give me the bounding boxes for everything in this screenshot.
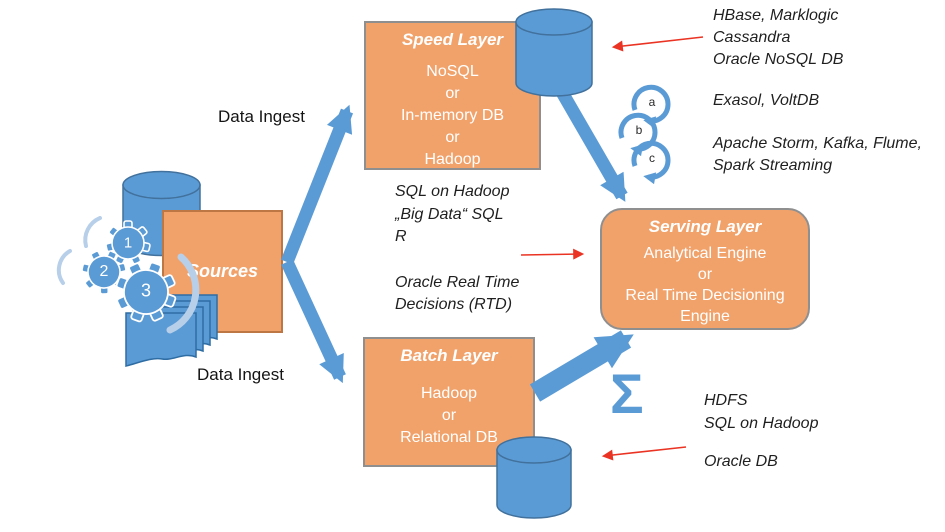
annotation-oracle-db: Oracle DB <box>704 453 778 470</box>
red-arrow-serving <box>520 248 585 260</box>
cycle-step-a-label: a <box>648 95 656 109</box>
sources-title: Sources <box>186 261 259 281</box>
cycle-step-b-label: b <box>635 123 643 137</box>
serving-layer-title: Serving Layer <box>648 217 762 236</box>
cycle-step-c-label: c <box>649 151 655 165</box>
speed-layer-title: Speed Layer <box>401 30 504 49</box>
gear-2-label: 2 <box>99 263 109 280</box>
serving-layer-body: Analytical Engine or Real Time Decisioni… <box>625 245 785 325</box>
batch-layer-body: Hadoop or Relational DB <box>400 385 498 446</box>
annotation-speed-store: HBase, Marklogic Cassandra Oracle NoSQL … <box>713 7 844 68</box>
annotation-inmemory: Exasol, VoltDB <box>713 92 820 109</box>
sources-node: Sources <box>162 210 283 333</box>
gear-3-label: 3 <box>140 280 152 301</box>
serving-layer-node: Serving Layer Analytical Engine or Real … <box>600 208 810 330</box>
data-ingest-label-bottom: Data Ingest <box>197 365 284 384</box>
red-arrow-speed-db <box>611 36 704 52</box>
annotation-sql-on-hadoop: SQL on Hadoop „Big Data“ SQL R <box>395 183 510 245</box>
data-ingest-label-top: Data Ingest <box>218 107 305 126</box>
batch-layer-title: Batch Layer <box>400 346 498 365</box>
cycle-icon <box>618 84 671 185</box>
gear-1-label: 1 <box>123 234 133 252</box>
speed-layer-body: NoSQL or In-memory DB or Hadoop <box>400 63 505 168</box>
speed-layer-node: Speed Layer NoSQL or In-memory DB or Had… <box>364 21 541 170</box>
arrow-sources-to-batch <box>281 259 346 384</box>
arrow-speed-to-serving <box>553 83 628 202</box>
arrow-sources-to-speed <box>280 104 354 265</box>
sigma-symbol: Σ <box>610 362 644 425</box>
annotation-rtd: Oracle Real Time Decisions (RTD) <box>395 274 520 313</box>
annotation-batch-store: HDFS SQL on Hadoop <box>704 392 819 432</box>
annotation-streaming: Apache Storm, Kafka, Flume, Spark Stream… <box>713 135 922 174</box>
red-arrow-batch-db <box>601 446 687 461</box>
batch-layer-node: Batch Layer Hadoop or Relational DB <box>363 337 535 467</box>
